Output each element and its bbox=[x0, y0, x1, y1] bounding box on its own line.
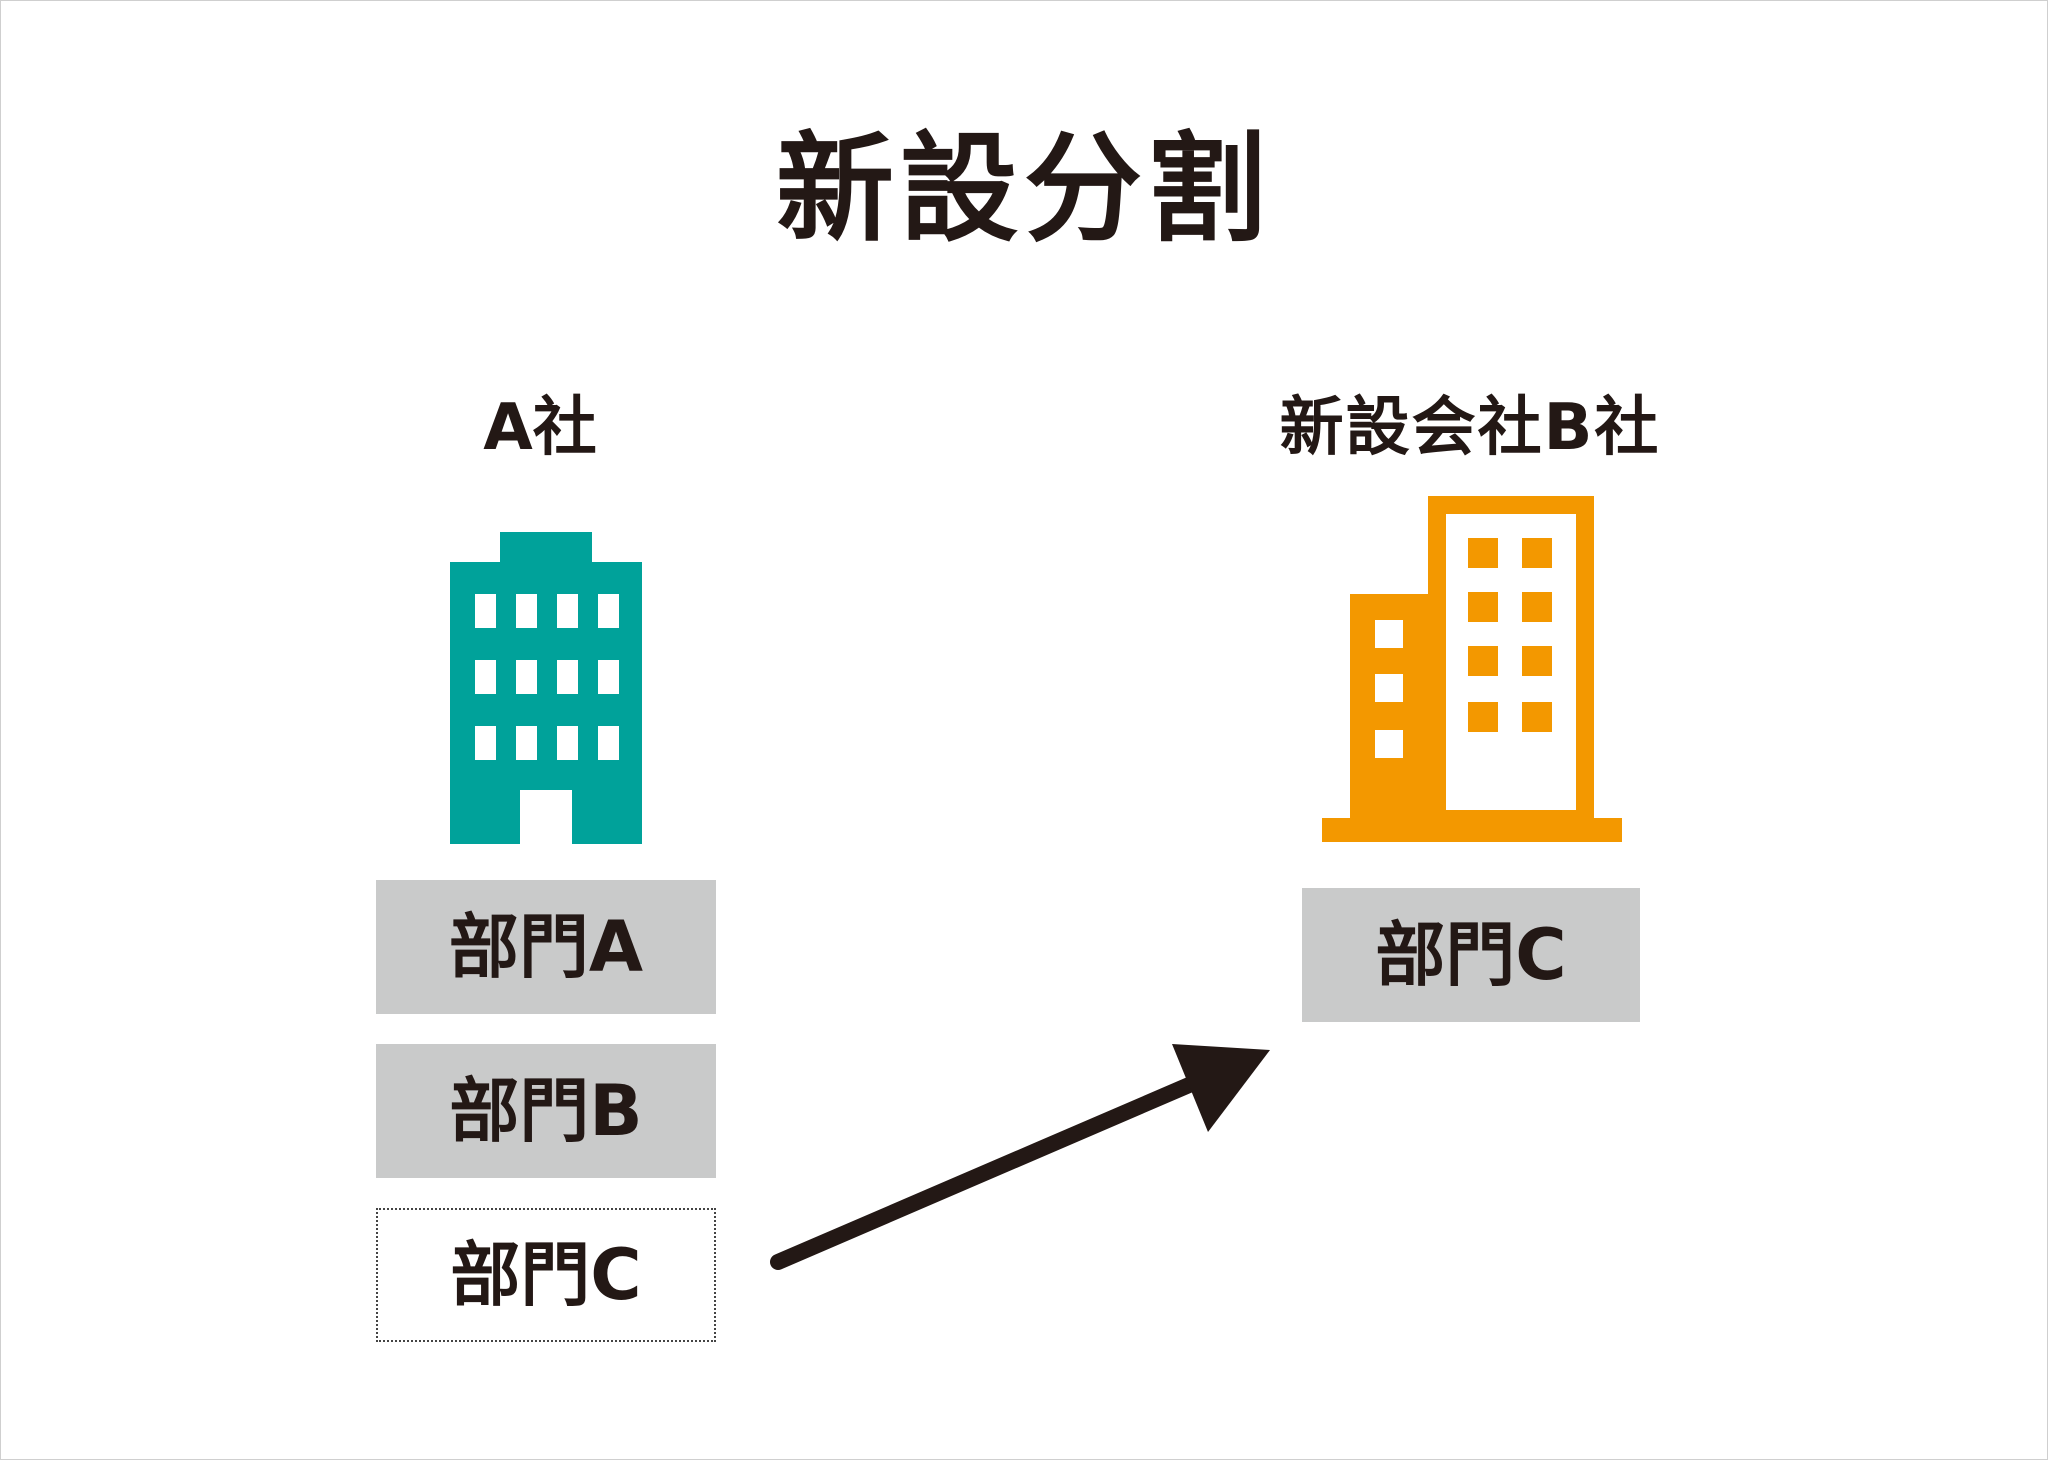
company-b-building-icon bbox=[1322, 496, 1622, 842]
company-a-label: A社 bbox=[483, 391, 597, 465]
diagram-title: 新設分割 bbox=[775, 120, 1272, 258]
company-b-department-c: 部門C bbox=[1302, 888, 1640, 1022]
company-a-department-c-moving: 部門C bbox=[376, 1208, 716, 1342]
company-a-department-a: 部門A bbox=[376, 880, 716, 1014]
company-a-building-icon bbox=[450, 532, 642, 844]
company-b-label: 新設会社B社 bbox=[1279, 391, 1661, 465]
company-a-department-b: 部門B bbox=[376, 1044, 716, 1178]
